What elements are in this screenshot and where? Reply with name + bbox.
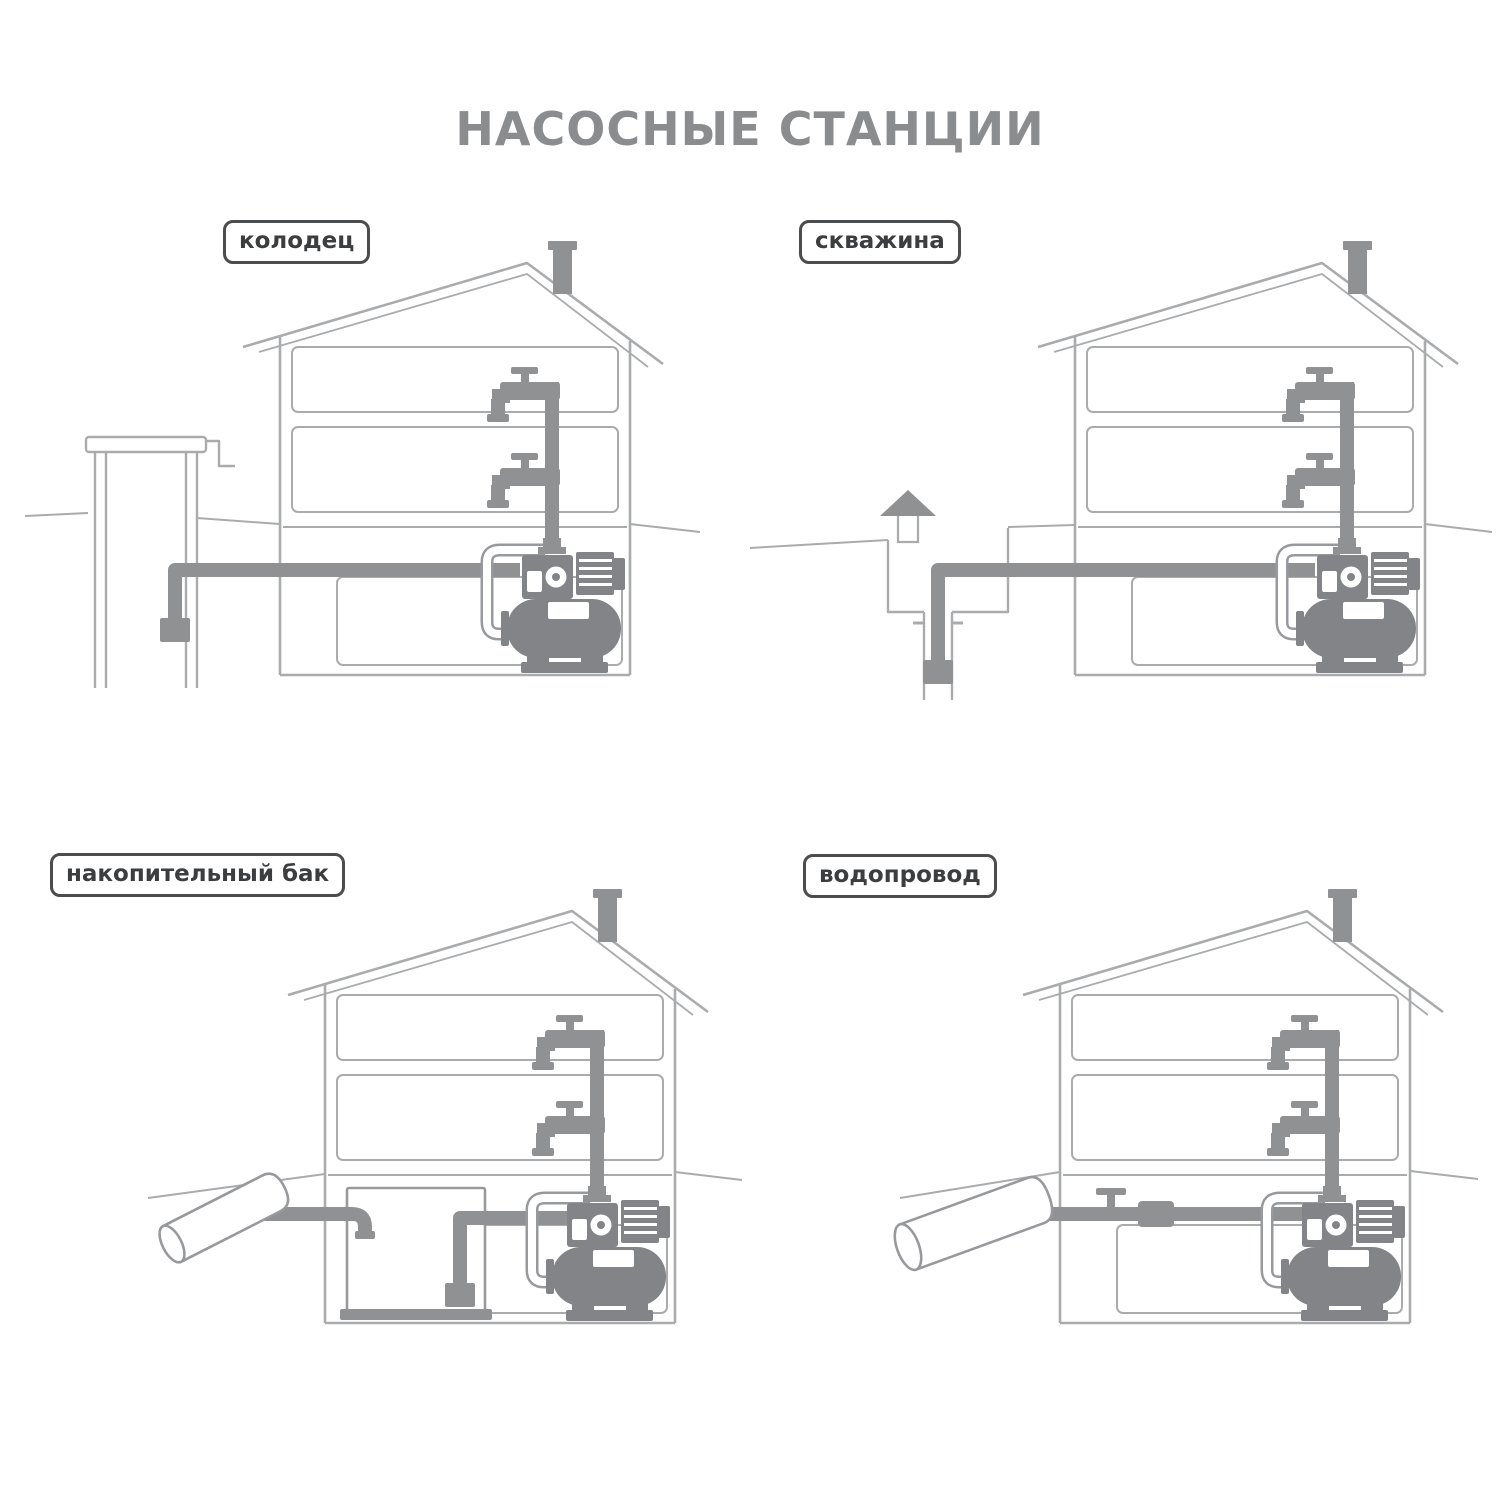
pipe-coupling — [1138, 1201, 1174, 1227]
ground-line — [147, 1171, 743, 1199]
pressure-gauge-icon — [1340, 566, 1362, 588]
suction-pipe — [931, 563, 1315, 662]
riser-pipe — [1325, 1030, 1339, 1200]
foot-valve — [445, 1283, 475, 1307]
pressure-gauge-icon — [545, 566, 567, 588]
riser-pipe — [590, 1030, 604, 1200]
faucet-icon — [487, 453, 560, 508]
caisson-pit — [886, 528, 1010, 700]
house-outline — [1037, 241, 1459, 677]
bypass-pipe — [1260, 1191, 1325, 1289]
label-borehole: скважина — [799, 220, 961, 264]
faucet-icon — [487, 367, 560, 422]
faucet-icon — [1282, 453, 1355, 508]
foot-valve — [923, 660, 953, 684]
pressure-tank — [1281, 1247, 1401, 1321]
diagram-storage-tank — [147, 889, 743, 1325]
label-storage-tank: накопительный бак — [50, 853, 346, 897]
pump-station — [1275, 382, 1420, 673]
pressure-gauge-icon — [1325, 1214, 1347, 1236]
house-outline — [1022, 889, 1444, 1325]
faucet-icon — [532, 1101, 605, 1156]
pressure-tank — [546, 1247, 666, 1321]
caisson-vent-icon — [880, 490, 936, 544]
bypass-pipe — [525, 1191, 590, 1289]
well-shaft — [84, 435, 235, 688]
riser-pipe — [545, 382, 559, 552]
pressure-gauge-icon — [590, 1214, 612, 1236]
chimney — [1328, 889, 1357, 942]
riser-pipe — [1340, 382, 1354, 552]
faucet-icon — [532, 1015, 605, 1070]
diagram-borehole — [749, 241, 1493, 700]
faucet-icon — [1267, 1101, 1340, 1156]
motor — [621, 1200, 670, 1243]
motor — [576, 552, 625, 595]
chimney — [593, 889, 622, 942]
pressure-tank — [501, 599, 621, 673]
pump-station — [1260, 1030, 1405, 1321]
ground-line — [24, 512, 701, 533]
pump-head — [522, 555, 573, 599]
water-main-cylinder — [893, 1175, 1054, 1272]
inlet-pipe — [255, 1207, 375, 1239]
page-title: НАСОСНЫЕ СТАНЦИИ — [455, 102, 1045, 156]
pump-station — [480, 382, 625, 673]
house-outline — [287, 889, 709, 1325]
pressure-tank — [1296, 599, 1416, 673]
ground-line — [749, 523, 1493, 549]
motor — [1356, 1200, 1405, 1243]
pump-head — [567, 1203, 618, 1247]
chimney — [548, 241, 577, 294]
water-main-cylinder — [158, 1172, 290, 1264]
valve-icon — [1096, 1188, 1126, 1207]
pump-station — [525, 1030, 670, 1321]
pump-head — [1317, 555, 1368, 599]
label-well: колодец — [223, 220, 371, 264]
pump-head — [1302, 1203, 1353, 1247]
motor — [1371, 552, 1420, 595]
chimney — [1343, 241, 1372, 294]
house-outline — [242, 241, 664, 677]
bypass-pipe — [1275, 543, 1340, 641]
diagram-water-main — [893, 889, 1479, 1325]
bypass-pipe — [480, 543, 545, 641]
diagram-well — [24, 241, 701, 688]
label-water-main: водопровод — [803, 854, 997, 898]
faucet-icon — [1267, 1015, 1340, 1070]
suction-pipe — [168, 563, 520, 620]
faucet-icon — [1282, 367, 1355, 422]
foot-valve — [160, 618, 190, 642]
